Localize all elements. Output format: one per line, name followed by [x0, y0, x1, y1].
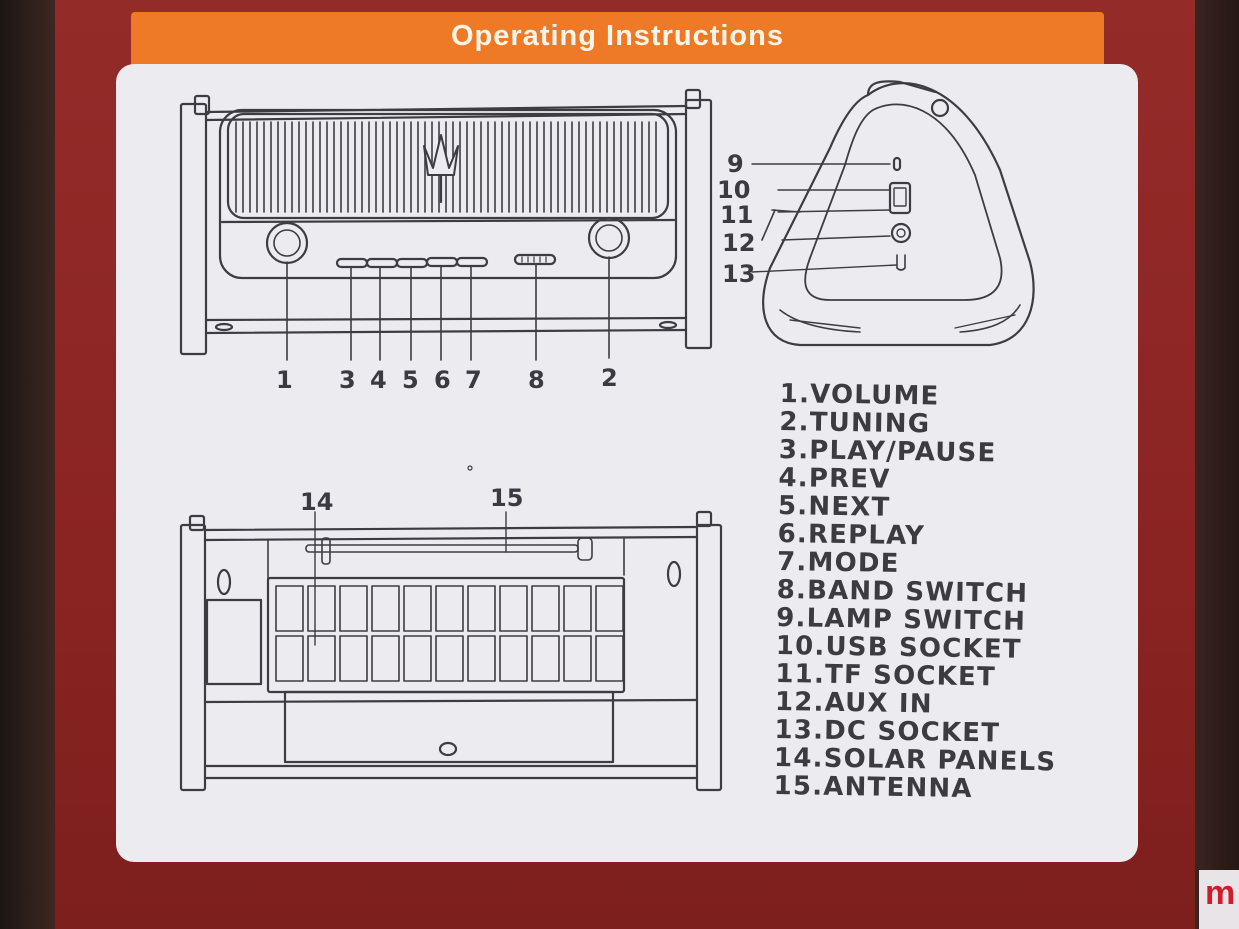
solar-cell	[339, 635, 368, 682]
side-view	[751, 80, 1035, 347]
callout-8: 8	[528, 366, 545, 394]
solar-cell	[307, 585, 336, 632]
callout-3: 3	[339, 366, 356, 394]
callout-4: 4	[370, 366, 387, 394]
solar-cell	[403, 585, 432, 632]
solar-cell	[371, 585, 400, 632]
solar-cell	[563, 585, 592, 632]
front-view	[179, 88, 713, 361]
solar-cell	[435, 635, 464, 682]
diagram-panel	[116, 64, 1138, 862]
callout-6: 6	[434, 366, 451, 394]
solar-cell	[595, 585, 624, 632]
solar-cell	[563, 635, 592, 682]
solar-cell	[467, 635, 496, 682]
callout-7: 7	[465, 366, 482, 394]
callout-13: 13	[722, 260, 756, 288]
solar-cell	[371, 635, 400, 682]
solar-cell	[499, 585, 528, 632]
legend-item: 15.ANTENNA	[773, 770, 973, 805]
solar-cell	[307, 635, 336, 682]
solar-cell	[275, 635, 304, 682]
callout-15: 15	[490, 484, 524, 512]
callout-14: 14	[300, 488, 334, 516]
solar-cell	[275, 585, 304, 632]
solar-cell	[403, 635, 432, 682]
solar-cell	[531, 585, 560, 632]
page-title: Operating Instructions	[451, 19, 784, 52]
callout-5: 5	[402, 366, 419, 394]
callout-9: 9	[727, 150, 744, 178]
parts-legend: 1.VOLUME 2.TUNING 3.PLAY/PAUSE 4.PREV 5.…	[773, 379, 1062, 805]
corner-sticker: m	[1199, 870, 1239, 929]
box-right-edge: m	[1195, 0, 1239, 929]
instructions-header: Operating Instructions	[131, 12, 1104, 72]
solar-cell	[531, 635, 560, 682]
back-view	[179, 465, 723, 792]
callout-1: 1	[276, 366, 293, 394]
callout-2: 2	[601, 364, 618, 392]
callout-10: 10	[717, 176, 751, 204]
solar-cell	[595, 635, 624, 682]
solar-cell	[339, 585, 368, 632]
solar-cells	[275, 585, 624, 682]
solar-cell	[499, 635, 528, 682]
solar-cell	[435, 585, 464, 632]
solar-cell	[467, 585, 496, 632]
callout-12: 12	[722, 229, 756, 257]
callout-11: 11	[720, 201, 754, 229]
